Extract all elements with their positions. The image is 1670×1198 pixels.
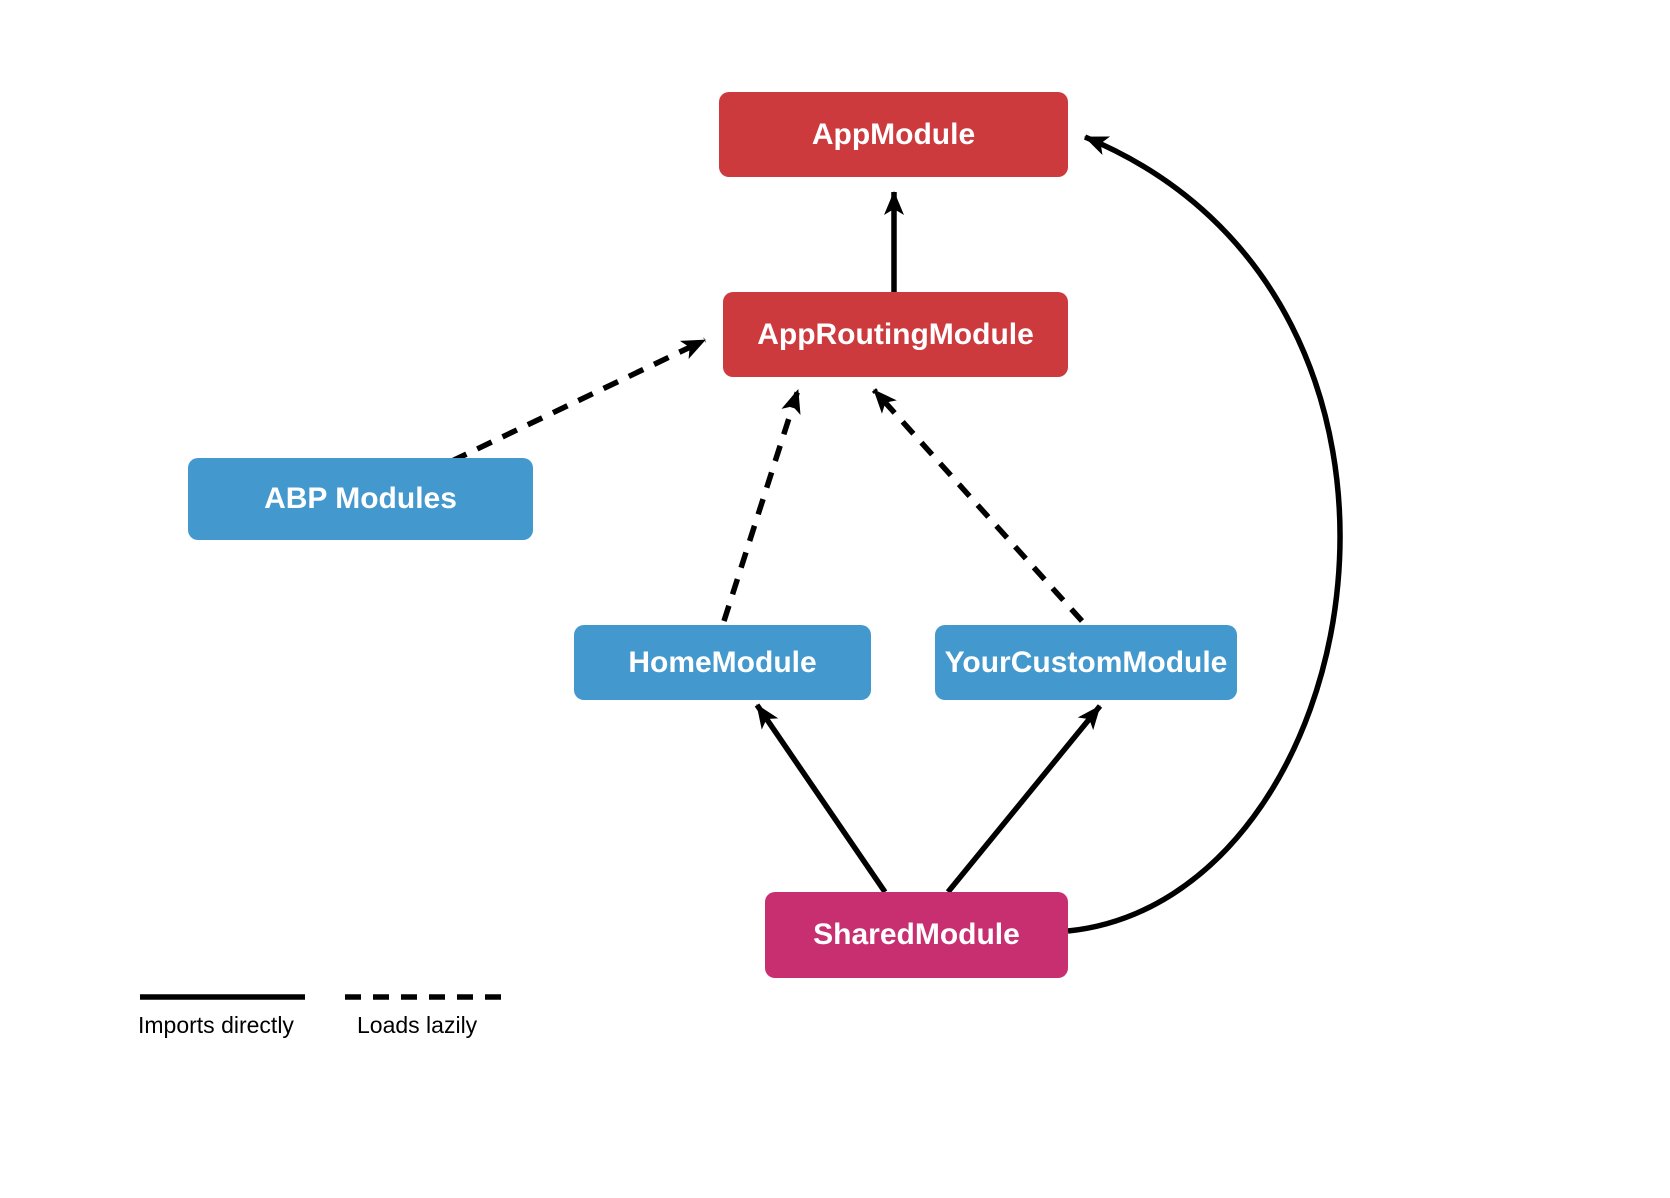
edge-abpmodules-to-approutingmodule — [450, 337, 707, 464]
edge-sharedmodule-to-appmodule — [1067, 134, 1343, 934]
edge-homemodule-to-approutingmodule — [721, 389, 801, 622]
legend-dashed-label: Loads lazily — [357, 1012, 478, 1038]
node-app-module: AppModule — [719, 92, 1068, 177]
node-abp-modules: ABP Modules — [188, 458, 533, 540]
edge-sharedmodule-to-homemodule — [754, 703, 888, 894]
node-shared-module: SharedModule — [765, 892, 1068, 978]
node-home-module: HomeModule — [574, 625, 871, 700]
edge-sharedmodule-to-yourcustommodule — [945, 704, 1103, 894]
node-your-custom-module: YourCustomModule — [935, 625, 1237, 700]
node-app-routing-module: AppRoutingModule — [723, 292, 1068, 377]
edge-yourcustommodule-to-approutingmodule — [871, 388, 1085, 623]
legend-solid-label: Imports directly — [138, 1012, 294, 1038]
